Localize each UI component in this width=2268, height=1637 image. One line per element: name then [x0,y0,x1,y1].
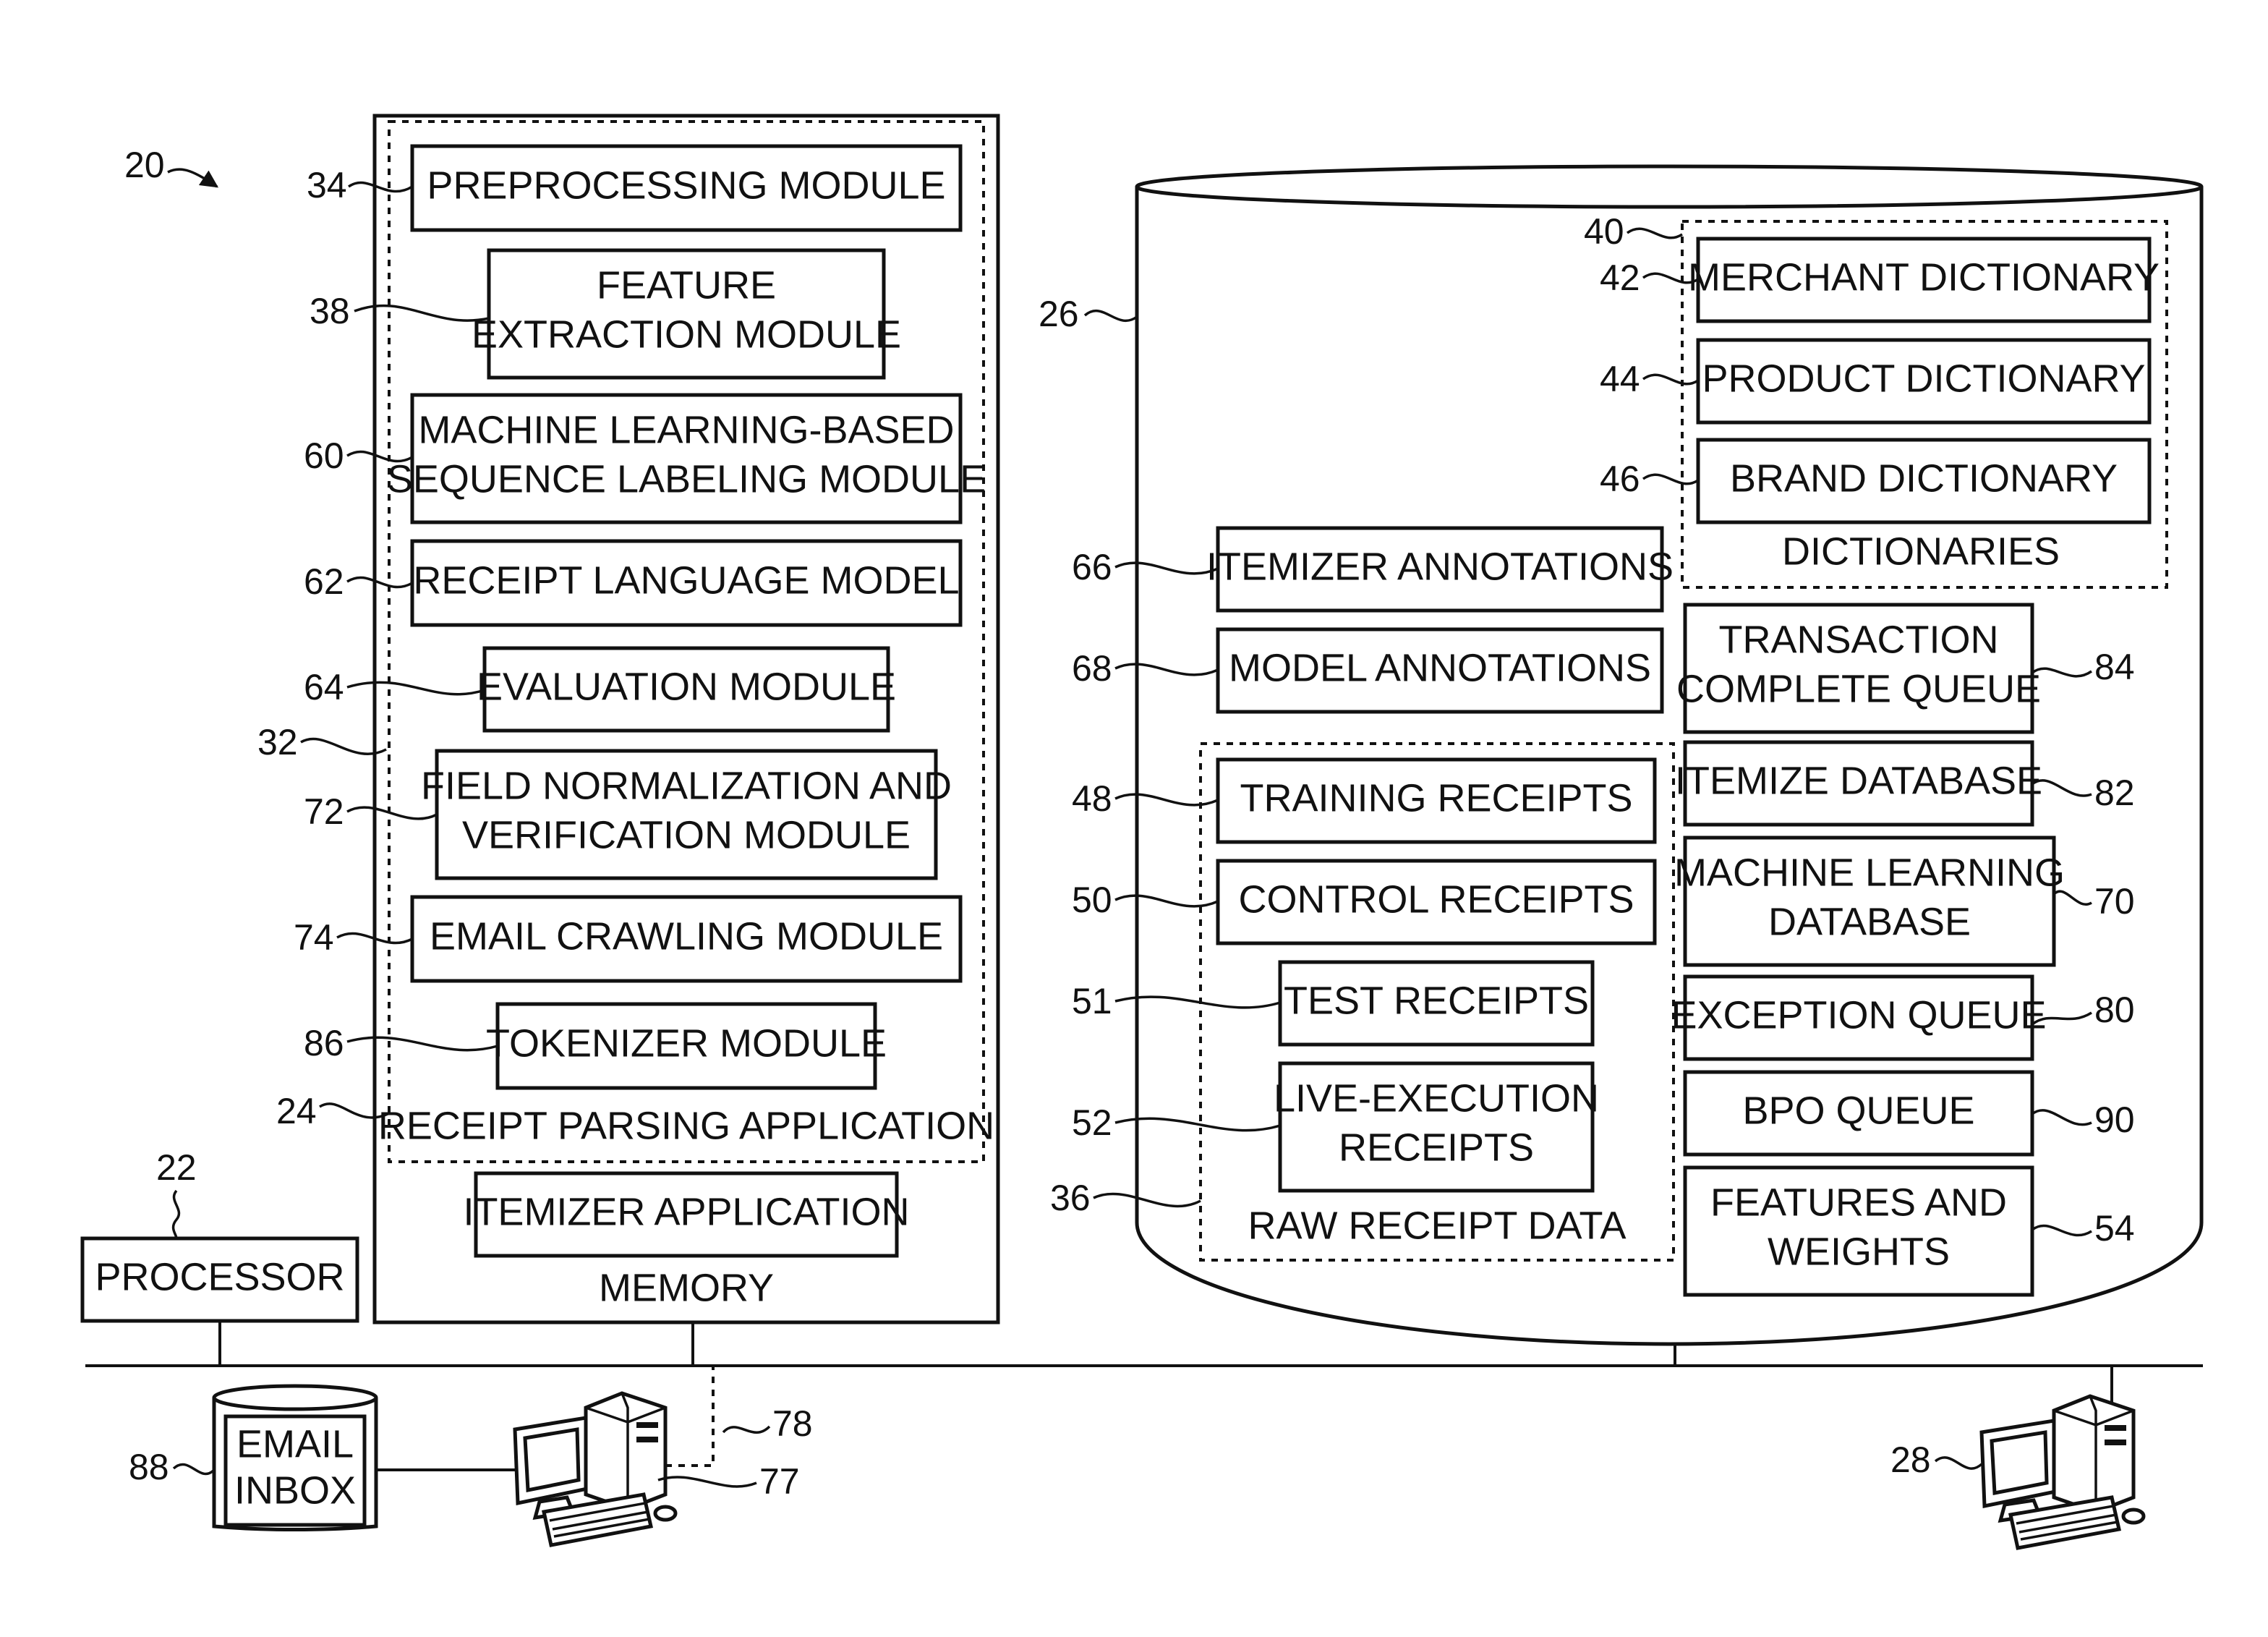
svg-text:40: 40 [1584,211,1624,252]
svg-text:FIELD NORMALIZATION AND: FIELD NORMALIZATION AND [421,764,952,807]
svg-text:88: 88 [129,1447,169,1487]
svg-text:90: 90 [2094,1100,2135,1140]
svg-text:FEATURES AND: FEATURES AND [1710,1181,2007,1224]
svg-text:52: 52 [1072,1102,1112,1143]
svg-text:ITEMIZER ANNOTATIONS: ITEMIZER ANNOTATIONS [1206,545,1674,588]
svg-text:MODEL ANNOTATIONS: MODEL ANNOTATIONS [1229,646,1651,689]
processor-block: PROCESSOR 22 [82,1147,357,1366]
svg-text:38: 38 [310,291,350,331]
svg-text:VERIFICATION MODULE: VERIFICATION MODULE [462,813,911,856]
svg-text:60: 60 [304,435,344,476]
svg-text:EXCEPTION QUEUE: EXCEPTION QUEUE [1671,993,2046,1037]
svg-text:80: 80 [2094,990,2135,1030]
svg-text:20: 20 [124,145,165,185]
memory-label: MEMORY [599,1266,774,1309]
svg-text:EXTRACTION MODULE: EXTRACTION MODULE [472,312,901,356]
svg-text:44: 44 [1600,359,1640,399]
database-ref: 26 [1039,294,1079,334]
svg-text:66: 66 [1072,547,1112,587]
svg-text:BPO QUEUE: BPO QUEUE [1742,1089,1974,1132]
svg-text:FEATURE: FEATURE [597,263,776,307]
svg-text:EVALUATION MODULE: EVALUATION MODULE [477,665,896,708]
svg-text:WEIGHTS: WEIGHTS [1768,1230,1950,1273]
svg-text:28: 28 [1890,1440,1931,1480]
svg-text:BRAND DICTIONARY: BRAND DICTIONARY [1730,456,2118,500]
receipt-parsing-inner-ref: 32 [257,722,298,762]
receipt-parsing-application-ref: 24 [276,1091,317,1131]
computer-right: 28 [1890,1366,2144,1548]
svg-text:42: 42 [1600,258,1640,298]
processor-ref: 22 [156,1147,197,1188]
svg-text:PRODUCT DICTIONARY: PRODUCT DICTIONARY [1702,357,2145,400]
svg-text:50: 50 [1072,880,1112,920]
svg-text:86: 86 [304,1023,344,1063]
svg-text:48: 48 [1072,778,1112,819]
computer-left: 78 77 [515,1366,813,1545]
svg-text:TRAINING RECEIPTS: TRAINING RECEIPTS [1240,776,1632,820]
svg-text:EMAIL: EMAIL [236,1422,354,1466]
svg-text:RECEIPT LANGUAGE MODEL: RECEIPT LANGUAGE MODEL [413,558,959,602]
svg-text:78: 78 [772,1403,813,1444]
svg-text:SEQUENCE LABELING MODULE: SEQUENCE LABELING MODULE [387,457,986,501]
svg-text:34: 34 [307,165,347,205]
svg-text:LIVE-EXECUTION: LIVE-EXECUTION [1274,1076,1599,1120]
svg-text:77: 77 [759,1461,800,1502]
svg-text:74: 74 [294,917,334,958]
email-inbox: EMAIL INBOX 88 [129,1386,515,1530]
receipt-parsing-application-label: RECEIPT PARSING APPLICATION [378,1104,994,1147]
system-ref: 20 [124,145,217,187]
svg-text:MACHINE LEARNING-BASED: MACHINE LEARNING-BASED [418,408,954,451]
svg-text:COMPLETE QUEUE: COMPLETE QUEUE [1676,667,2041,710]
svg-text:ITEMIZER APPLICATION: ITEMIZER APPLICATION [463,1190,909,1233]
svg-text:DICTIONARIES: DICTIONARIES [1782,530,2060,573]
svg-text:PREPROCESSING MODULE: PREPROCESSING MODULE [427,163,945,207]
svg-text:51: 51 [1072,981,1112,1021]
svg-text:46: 46 [1600,459,1640,499]
svg-text:CONTROL RECEIPTS: CONTROL RECEIPTS [1238,877,1634,921]
svg-text:TEST RECEIPTS: TEST RECEIPTS [1284,979,1589,1022]
svg-text:82: 82 [2094,773,2135,813]
svg-text:TRANSACTION: TRANSACTION [1718,618,1998,661]
svg-text:RECEIPTS: RECEIPTS [1339,1126,1534,1169]
svg-text:64: 64 [304,667,344,707]
svg-text:EMAIL CRAWLING MODULE: EMAIL CRAWLING MODULE [430,914,943,958]
svg-text:MERCHANT DICTIONARY: MERCHANT DICTIONARY [1688,255,2160,299]
svg-text:68: 68 [1072,648,1112,689]
svg-text:72: 72 [304,791,344,832]
svg-text:RAW RECEIPT DATA: RAW RECEIPT DATA [1248,1204,1626,1247]
svg-text:54: 54 [2094,1208,2135,1249]
itemizer-application: ITEMIZER APPLICATION [463,1173,909,1256]
svg-text:62: 62 [304,561,344,602]
processor-label: PROCESSOR [95,1255,344,1298]
svg-text:TOKENIZER MODULE: TOKENIZER MODULE [486,1021,887,1065]
svg-text:36: 36 [1050,1178,1091,1218]
svg-text:INBOX: INBOX [234,1468,356,1512]
svg-text:84: 84 [2094,647,2135,687]
svg-text:70: 70 [2094,881,2135,922]
svg-text:DATABASE: DATABASE [1768,900,1971,943]
svg-text:MACHINE LEARNING: MACHINE LEARNING [1674,851,2065,894]
svg-text:ITEMIZE DATABASE: ITEMIZE DATABASE [1675,759,2042,802]
